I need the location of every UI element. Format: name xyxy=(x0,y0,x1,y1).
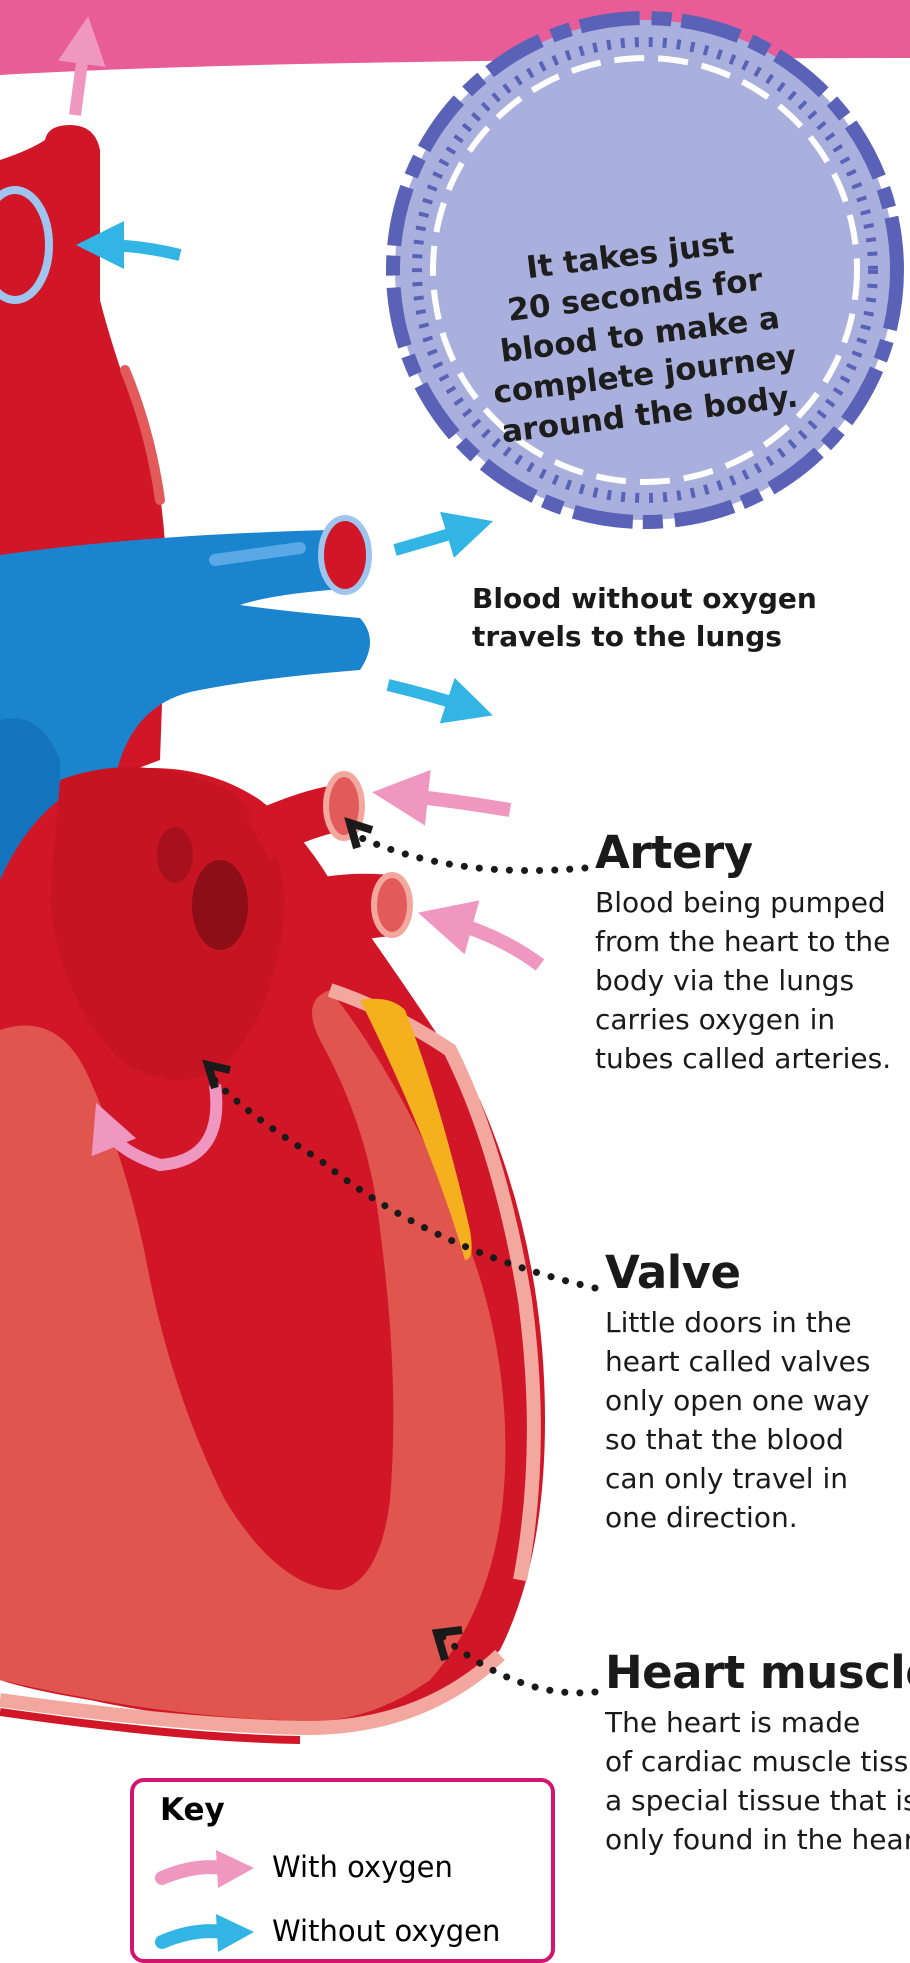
callout-line: body via the lungs xyxy=(595,961,910,1000)
key-title: Key xyxy=(160,1792,225,1828)
callout-artery: Artery Blood being pumped from the heart… xyxy=(595,830,910,1078)
callout-valve: Valve Little doors in the heart called v… xyxy=(605,1250,905,1537)
vessel-end xyxy=(321,518,369,592)
lungs-label-line: travels to the lungs xyxy=(472,618,892,656)
arrow-oxygen xyxy=(400,795,510,810)
key-item-label: With oxygen xyxy=(272,1850,453,1884)
lungs-label: Blood without oxygen travels to the lung… xyxy=(472,580,892,656)
callout-line: tubes called arteries. xyxy=(595,1039,910,1078)
callout-line: Blood being pumped xyxy=(595,883,910,922)
callout-line: only open one way xyxy=(605,1381,905,1420)
callout-line: one direction. xyxy=(605,1498,905,1537)
fact-text: It takes just 20 seconds for blood to ma… xyxy=(459,215,821,455)
callout-heart-muscle: Heart muscle The heart is made of cardia… xyxy=(605,1650,910,1859)
callout-heading: Artery xyxy=(595,830,910,875)
callout-line: heart called valves xyxy=(605,1342,905,1381)
pointer-artery xyxy=(355,835,585,871)
callout-line: carries oxygen in xyxy=(595,1000,910,1039)
callout-body: Little doors in the heart called valves … xyxy=(605,1303,905,1537)
callout-line: a special tissue that is xyxy=(605,1781,910,1820)
arrow-no-oxygen xyxy=(100,245,180,255)
key-item-with-oxygen: With oxygen xyxy=(154,1844,534,1894)
callout-line: of cardiac muscle tissue, xyxy=(605,1742,910,1781)
pink-arrow-icon xyxy=(154,1844,264,1894)
arrow-no-oxygen xyxy=(395,528,470,550)
callout-line: so that the blood xyxy=(605,1420,905,1459)
callout-body: The heart is made of cardiac muscle tiss… xyxy=(605,1703,910,1859)
callout-line: from the heart to the xyxy=(595,922,910,961)
key-item-without-oxygen: Without oxygen xyxy=(154,1908,534,1958)
arrow-no-oxygen xyxy=(388,685,470,708)
callout-line: Little doors in the xyxy=(605,1303,905,1342)
callout-line: The heart is made xyxy=(605,1703,910,1742)
key-item-label: Without oxygen xyxy=(272,1914,500,1948)
callout-line: only found in the heart. xyxy=(605,1820,910,1859)
callout-heading: Valve xyxy=(605,1250,905,1295)
callout-body: Blood being pumped from the heart to the… xyxy=(595,883,910,1078)
blue-arrow-icon xyxy=(154,1908,264,1958)
lungs-label-line: Blood without oxygen xyxy=(472,580,892,618)
key-legend: Key With oxygen Without oxygen xyxy=(130,1778,555,1963)
callout-line: can only travel in xyxy=(605,1459,905,1498)
callout-heading: Heart muscle xyxy=(605,1650,910,1695)
arrow-oxygen xyxy=(445,920,540,965)
